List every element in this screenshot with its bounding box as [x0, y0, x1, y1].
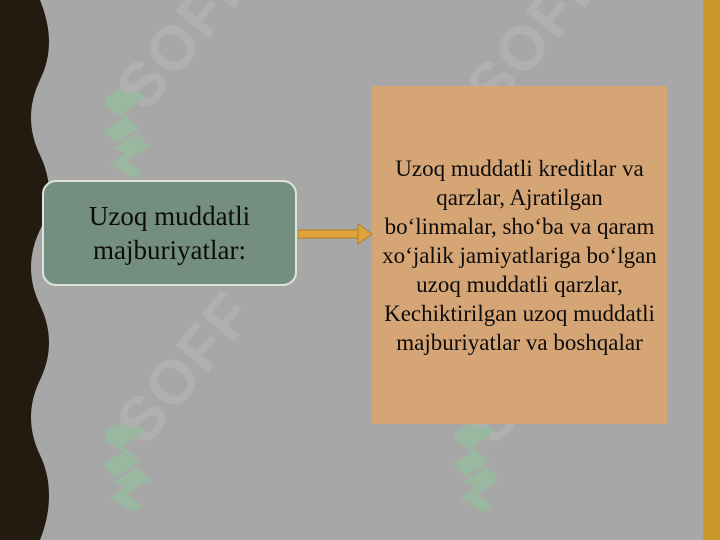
soff-logo-icon [103, 83, 150, 178]
target-box: Uzoq muddatli kreditlar va qarzlar, Ajra… [372, 86, 667, 424]
target-text: Uzoq muddatli kreditlar va qarzlar, Ajra… [382, 155, 657, 355]
right-accent-bar [703, 0, 720, 540]
watermark-text: SOFF [103, 279, 268, 457]
wavy-left-edge [0, 0, 49, 540]
source-label: Uzoq muddatli majburiyatlar: [88, 201, 251, 265]
soff-logo-icon [453, 417, 500, 512]
source-box: Uzoq muddatli majburiyatlar: [42, 180, 297, 286]
soff-logo-icon [103, 417, 150, 512]
arrow-right-icon [298, 223, 373, 245]
